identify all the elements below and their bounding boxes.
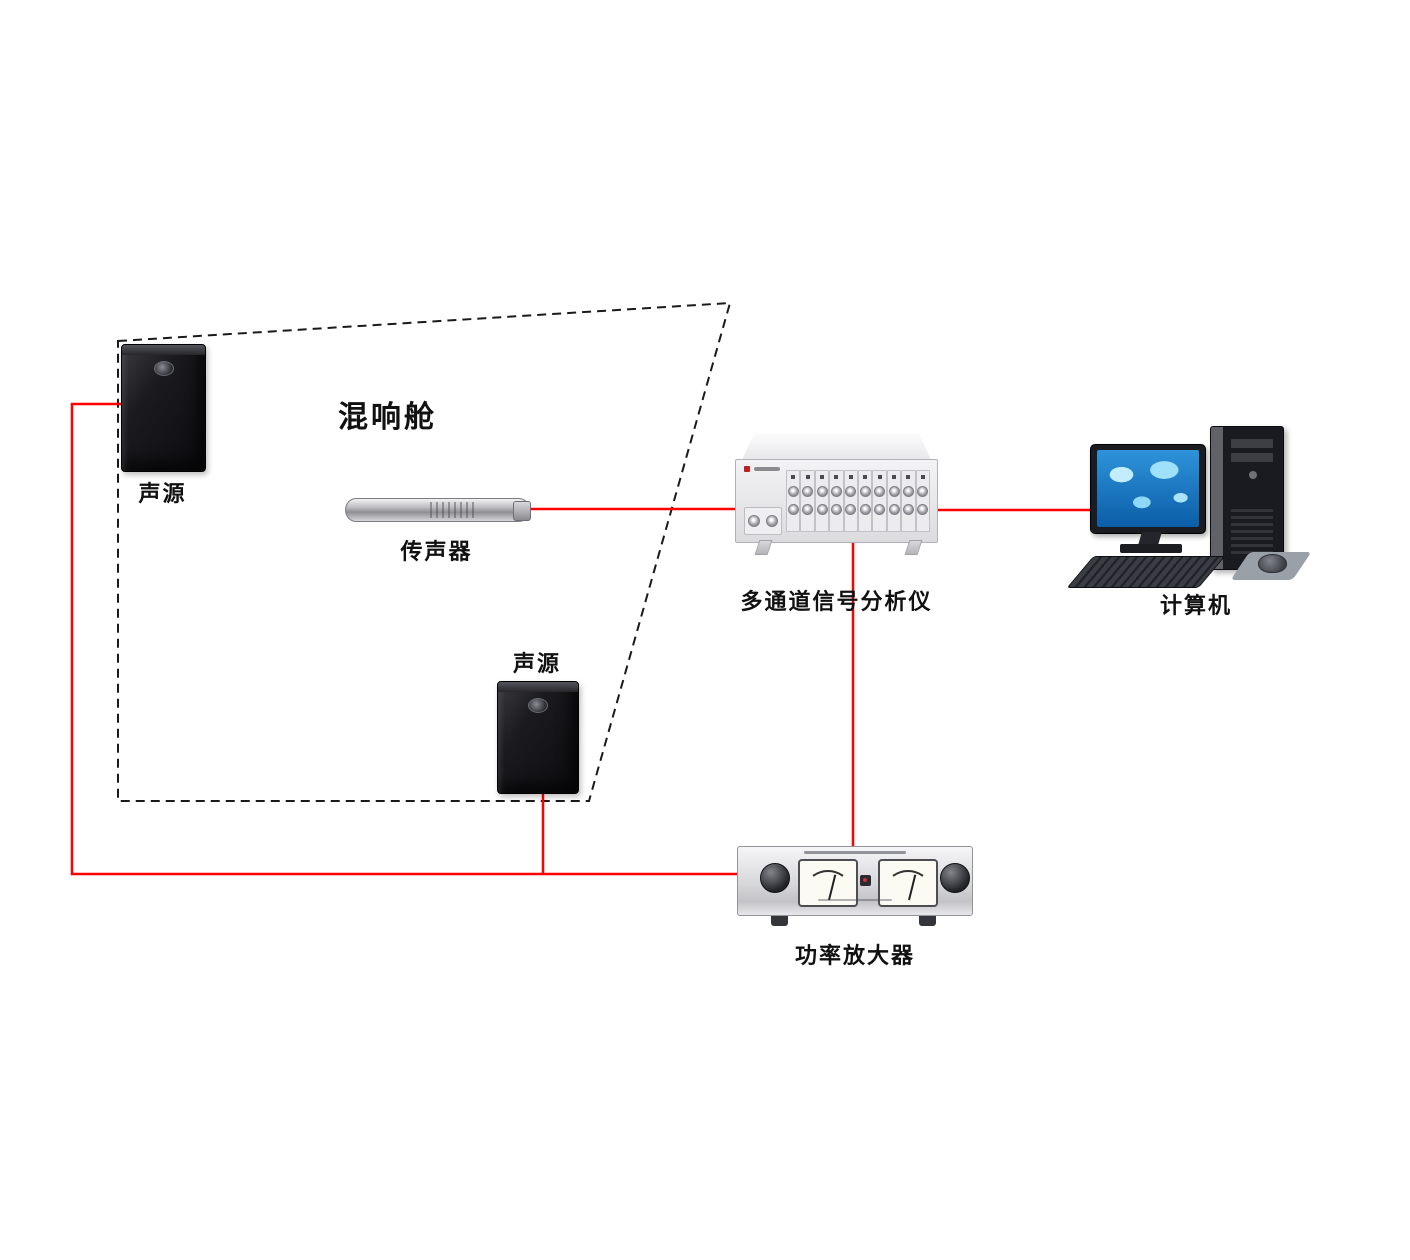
wire-amplifier-to-speaker-top [70,402,738,876]
microphone-label: 传声器 [400,540,473,565]
microphone [345,498,531,522]
vu-meter-right [878,859,938,907]
tower-drive-bay [1231,453,1273,462]
analyzer-channel [843,470,859,532]
analyzer-channel [858,470,873,532]
analyzer-brand-icon [744,466,750,472]
analyzer-channel [901,470,916,532]
speaker-bottom [497,681,579,794]
computer-label: 计算机 [1159,594,1232,619]
power-amplifier [737,846,973,926]
computer-tower [1210,426,1284,570]
speaker-bottom-label: 声源 [512,652,561,677]
speaker-logo-icon [528,698,548,713]
analyzer-front-panel [735,459,938,543]
amplifier-foot [919,916,936,926]
computer-keyboard [1066,556,1226,588]
analyzer-channel [886,470,902,532]
vu-meter-left [798,859,858,907]
monitor-base [1120,544,1182,553]
microphone-label-band [430,502,475,518]
analyzer-channel [915,470,931,532]
computer [1066,424,1312,596]
analyzer-io-panel [744,507,782,535]
signal-analyzer [735,433,938,555]
amplifier-title-text [803,851,907,854]
amplifier-front-panel [737,846,973,916]
amplifier-bottom-text [817,899,893,901]
analyzer-channel-bank [786,470,931,532]
analyzer-channel [829,470,844,532]
chamber-label: 混响舱 [338,400,437,435]
analyzer-channel [786,470,801,532]
microphone-connector [513,501,531,521]
analyzer-channel [872,470,887,532]
amplifier-foot [771,916,788,926]
computer-mouse [1258,554,1287,573]
analyzer-channel [814,470,830,532]
analyzer-top-face [741,433,932,462]
amplifier-label: 功率放大器 [794,944,915,969]
analyzer-brand-text [754,467,780,471]
speaker-top-label: 声源 [138,482,187,507]
amplifier-indicator [860,875,871,886]
analyzer-label: 多通道信号分析仪 [740,590,933,615]
speaker-top [121,344,206,472]
tower-power-button [1249,471,1257,479]
amplifier-left-knob [760,863,790,893]
amplifier-right-knob [940,863,970,893]
speaker-logo-icon [153,361,174,376]
monitor-screen-world-map [1097,450,1199,527]
computer-monitor [1090,444,1206,534]
analyzer-channel [800,470,815,532]
tower-vent [1231,509,1273,557]
tower-drive-bay [1231,439,1273,448]
chamber-outline [117,301,732,802]
